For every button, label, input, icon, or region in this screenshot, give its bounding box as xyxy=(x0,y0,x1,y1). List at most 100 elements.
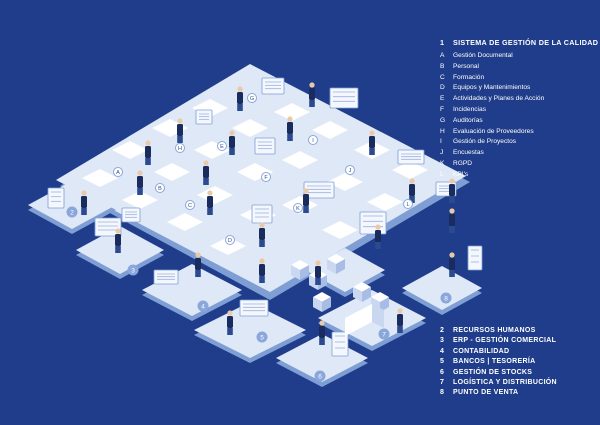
person-legs xyxy=(227,328,233,335)
legend-main-number: 1 xyxy=(440,38,445,47)
person-legs xyxy=(137,188,143,195)
module-platform xyxy=(194,302,306,358)
screen-panel xyxy=(47,187,65,209)
person-head xyxy=(259,258,265,264)
legend-item-label: Encuestas xyxy=(453,149,484,157)
legend-module-number: 5 xyxy=(440,358,445,366)
legend-item-letter: D xyxy=(440,84,445,92)
person-body xyxy=(397,314,403,326)
legend-item-letter: A xyxy=(440,52,445,59)
person-head xyxy=(315,260,321,266)
legend-item-letter: L xyxy=(440,170,444,178)
area-badge-j xyxy=(345,165,355,175)
zone-badge-2 xyxy=(66,206,78,218)
legend-item-letter: B xyxy=(440,62,445,70)
person-head xyxy=(449,178,455,184)
screen-panel xyxy=(239,299,269,317)
screen-panel xyxy=(359,211,387,235)
workstation-tile xyxy=(282,151,318,169)
person-head xyxy=(303,188,309,194)
legend-module-number: 2 xyxy=(440,327,445,334)
legend-module-label: LOGÍSTICA Y DISTRIBUCIÓN xyxy=(453,379,557,387)
person-head xyxy=(449,252,455,258)
legend-item-letter: G xyxy=(440,116,446,124)
legend-module-label: CONTABILIDAD xyxy=(453,347,510,355)
zone-badge-6 xyxy=(314,370,326,382)
workstation-tile xyxy=(392,161,428,179)
legend-module-number: 4 xyxy=(440,347,445,355)
zone-badge-label: 8 xyxy=(444,295,448,302)
zone-badge-label: 5 xyxy=(260,334,264,341)
workstation-tile xyxy=(367,193,403,211)
workstation-tile xyxy=(232,119,268,137)
person-body xyxy=(287,122,293,134)
person-body xyxy=(375,230,381,242)
area-badge-h xyxy=(175,143,185,153)
person-legs xyxy=(177,136,183,143)
legend-module-7: 7 LOGÍSTICA Y DISTRIBUCIÓN xyxy=(440,378,557,388)
stock-box-side xyxy=(322,297,331,312)
area-badge-i xyxy=(308,135,318,145)
area-badge-e xyxy=(217,141,227,151)
person-legs xyxy=(397,326,403,333)
legend-item-label: Equipos y Mantenimientos xyxy=(453,84,531,92)
person-body xyxy=(145,146,151,158)
person-body xyxy=(449,258,455,270)
person-head xyxy=(375,224,381,230)
person-legs xyxy=(309,100,315,107)
workstation-tile xyxy=(274,103,310,121)
module-platform xyxy=(402,266,482,310)
workstation-tile xyxy=(312,121,348,139)
person-body xyxy=(229,136,235,148)
person-head xyxy=(287,116,293,122)
person-head xyxy=(195,252,201,258)
person-legs xyxy=(287,134,293,141)
person-body xyxy=(259,228,265,240)
person-legs xyxy=(409,196,415,203)
person-body xyxy=(319,326,325,338)
legend-item-label: Gestión de Proyectos xyxy=(453,138,517,146)
legend-module-number: 7 xyxy=(440,379,445,387)
legend-main-title: SISTEMA DE GESTIÓN DE LA CALIDAD xyxy=(453,38,599,47)
zone-badge-label: 3 xyxy=(131,267,135,274)
screen-panel xyxy=(254,137,276,155)
person-body xyxy=(207,196,213,208)
legend-item-letter: K xyxy=(440,159,445,167)
zone-badge-8 xyxy=(440,292,452,304)
legend-item-label: Formación xyxy=(453,73,485,81)
person-legs xyxy=(207,208,213,215)
area-badge-label: G xyxy=(250,96,254,102)
stock-box-side xyxy=(362,287,371,302)
legend-module-label: PUNTO DE VENTA xyxy=(453,389,519,397)
truck-body xyxy=(345,304,372,336)
area-badge-label: J xyxy=(349,168,352,174)
person-legs xyxy=(195,270,201,277)
person-legs xyxy=(449,226,455,233)
person-head xyxy=(369,130,375,136)
person-head xyxy=(237,86,243,92)
zone-badge-5 xyxy=(256,331,268,343)
zone-badge-7 xyxy=(378,328,390,340)
zone-badge-label: 7 xyxy=(382,331,386,338)
person-head xyxy=(397,308,403,314)
workstation-tile xyxy=(210,237,246,255)
workstation-tile xyxy=(322,221,358,239)
legend-module-number: 8 xyxy=(440,389,445,397)
person-body xyxy=(309,88,315,100)
person-body xyxy=(409,184,415,196)
legend-item-label: Personal xyxy=(453,62,480,70)
workstation-tile xyxy=(154,163,190,181)
legend-item-letter: C xyxy=(440,73,445,81)
legend-module-label: GESTIÓN DE STOCKS xyxy=(453,368,533,376)
screen-panel xyxy=(329,87,359,109)
